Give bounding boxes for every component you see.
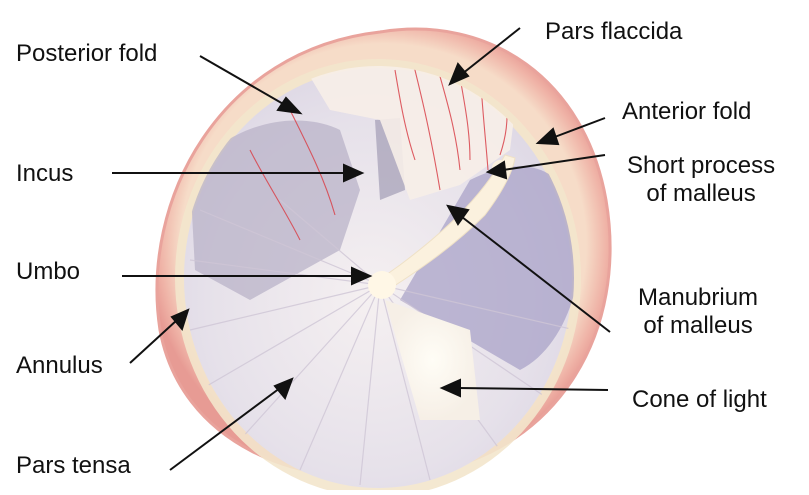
label-manubrium-line2: of malleus: [638, 312, 758, 340]
label-umbo: Umbo: [16, 258, 80, 286]
label-pars-flaccida: Pars flaccida: [545, 18, 682, 46]
label-posterior-fold: Posterior fold: [16, 40, 157, 68]
label-anterior-fold: Anterior fold: [622, 98, 751, 126]
label-annulus: Annulus: [16, 352, 103, 380]
label-short-process-line2: of malleus: [627, 180, 775, 208]
label-incus: Incus: [16, 160, 73, 188]
label-manubrium-line1: Manubrium: [638, 284, 758, 312]
umbo-spot: [368, 271, 396, 299]
label-manubrium: Manubrium of malleus: [638, 284, 758, 340]
label-pars-tensa: Pars tensa: [16, 452, 131, 480]
label-short-process-line1: Short process: [627, 152, 775, 180]
label-short-process: Short process of malleus: [627, 152, 775, 208]
label-cone-of-light: Cone of light: [632, 386, 767, 414]
